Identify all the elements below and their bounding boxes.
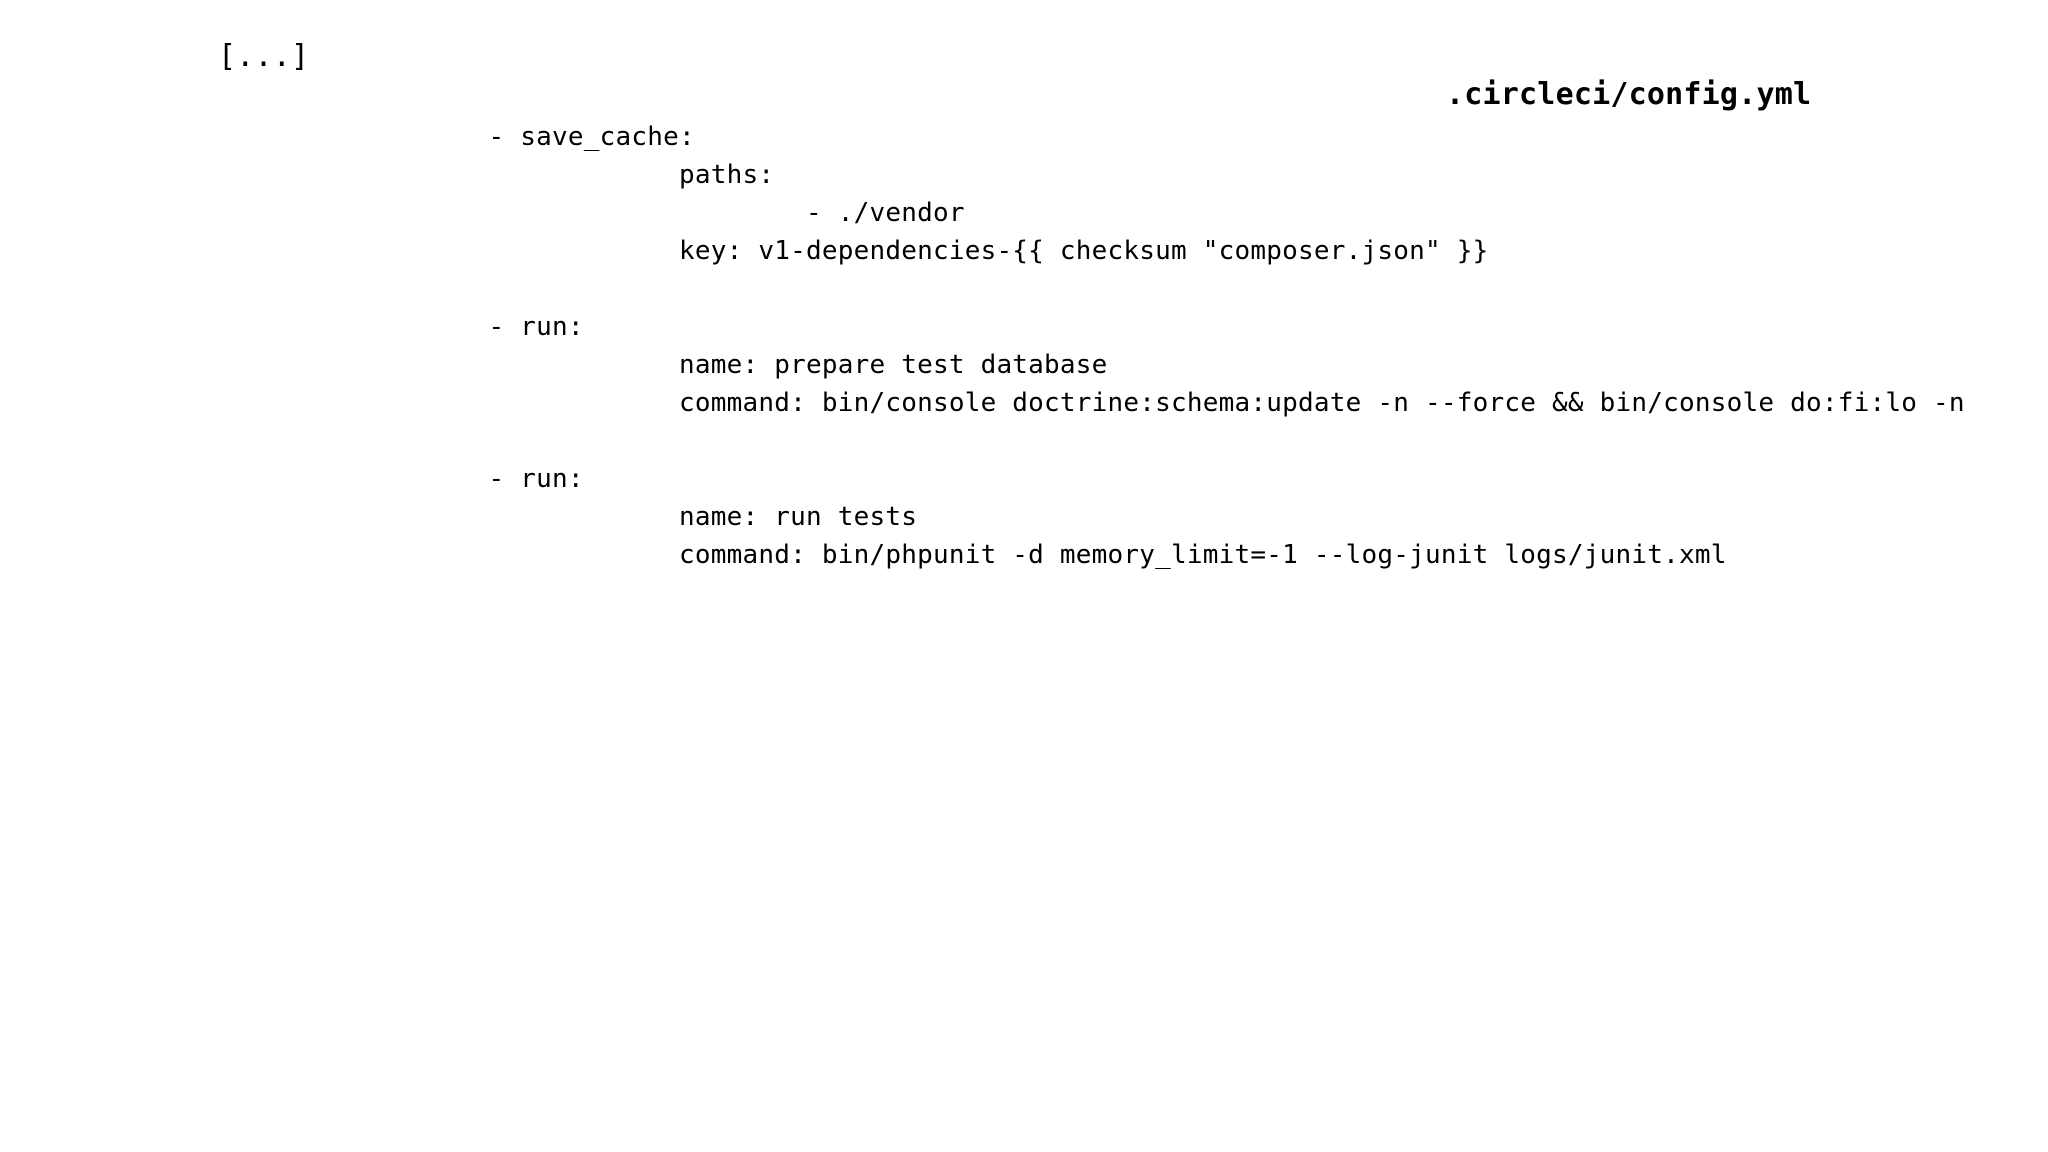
code-line: command: bin/console doctrine:schema:upd… (425, 388, 1965, 418)
file-path-title: .circleci/config.yml (1446, 77, 1812, 112)
code-line: - ./vendor (425, 198, 965, 228)
truncation-ellipsis-marker: [...] (218, 39, 310, 74)
code-line: - run: (425, 464, 584, 494)
code-line-blank (425, 422, 1965, 460)
code-line-blank (425, 270, 1965, 308)
code-line: name: prepare test database (425, 350, 1108, 380)
code-line: paths: (425, 160, 775, 190)
code-line: - run: (425, 312, 584, 342)
code-line: name: run tests (425, 502, 918, 532)
code-line: - save_cache: (425, 122, 695, 152)
code-line: command: bin/phpunit -d memory_limit=-1 … (425, 540, 1727, 570)
code-line: key: v1-dependencies-{{ checksum "compos… (425, 236, 1489, 266)
yaml-code-block: - save_cache: paths: - ./vendor key: v1-… (425, 118, 1965, 574)
